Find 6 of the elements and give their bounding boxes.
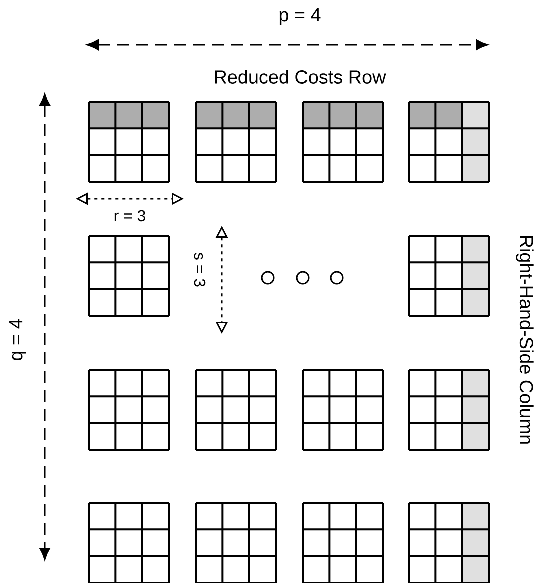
heading: Reduced Costs Row [215, 70, 386, 84]
dimension-label: q = 4 [10, 319, 26, 361]
dimension-label: p = 4 [280, 8, 321, 26]
heading: Right-Hand-Side Column [516, 236, 534, 444]
dimension-label: r = 3 [114, 210, 146, 222]
dimension-label: s = 3 [194, 252, 206, 287]
